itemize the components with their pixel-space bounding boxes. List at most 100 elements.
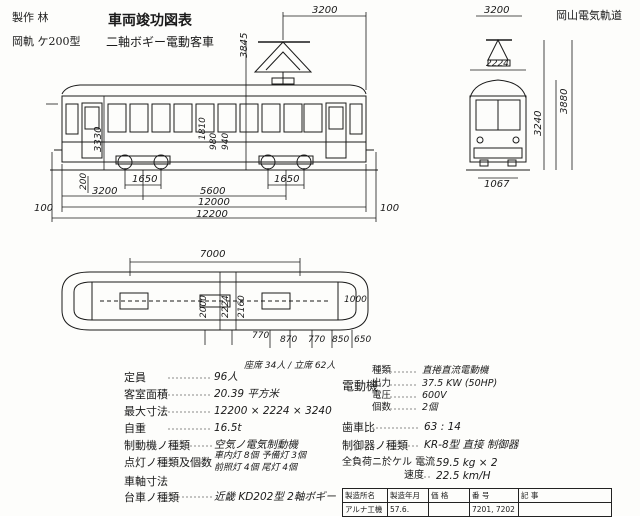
spec-label-area: 客室面積: [124, 388, 168, 401]
dim-plan-seat2: 870: [280, 335, 298, 345]
end-window-left: [65, 103, 79, 135]
end-dim-lines: [470, 15, 573, 179]
record-header-number: 番 号: [469, 488, 519, 503]
dim-body-height: 3330: [93, 126, 104, 152]
spec-label-lamps: 点灯ノ種類及個数: [124, 456, 212, 469]
motor-label-count: 個数: [372, 402, 392, 413]
dim-overhang: 3200: [92, 186, 118, 197]
door-left: [81, 102, 103, 159]
spec-label-max-dim: 最大寸法: [124, 405, 168, 418]
plan-bogie-left: [119, 292, 149, 310]
dim-end-roof: 3240: [533, 110, 544, 136]
dim-end-panto-span: 3200: [484, 5, 510, 16]
headlamp-left: [476, 136, 484, 144]
dim-end-right: 100: [380, 203, 400, 214]
spec-label-axle: 車軸寸法: [124, 475, 168, 488]
dim-step: 200: [79, 172, 89, 190]
spec-label-controller: 制御器ノ種類: [342, 439, 408, 452]
spec-label-brake: 制動機ノ種類: [124, 439, 190, 452]
spec-value-area: 20.39 平方米: [214, 388, 279, 400]
motor-label-output: 出力: [372, 378, 392, 389]
spec-value-current: 59.5 kg × 2: [436, 457, 498, 469]
spec-value-lamps: 車内灯 8個 予備灯 3個: [214, 451, 307, 461]
spec-value-speed: 22.5 km/H: [436, 470, 491, 482]
dim-lower-panel: 940: [221, 132, 231, 150]
door-window-right: [328, 106, 344, 130]
end-apron: [473, 147, 523, 159]
spec-value-brake: 空気ノ電気制動機: [214, 439, 298, 451]
end-elevation: [466, 15, 573, 179]
spec-value-controller: KR-8型 直接 制御器: [424, 439, 519, 451]
series-code: 岡軌 ケ200型: [12, 35, 81, 48]
dim-end-left: 100: [34, 203, 54, 214]
dim-end-height: 3880: [559, 88, 570, 114]
plan-view: [61, 258, 369, 348]
side-windows: [107, 103, 323, 133]
dim-over-all: 12200: [196, 209, 228, 220]
dim-plan-inner: 2000: [199, 295, 209, 318]
motor-value-output: 37.5 KW (50HP): [422, 378, 498, 389]
motor-value-count: 2個: [422, 402, 438, 413]
record-cell-maker: アルナ工機: [342, 502, 388, 517]
dim-over-body: 12000: [198, 197, 230, 208]
company-name: 岡山電気軌道: [556, 9, 622, 22]
end-window-right: [349, 103, 363, 135]
record-header-price: 価 格: [428, 488, 470, 503]
end-wheel-right: [507, 159, 517, 167]
end-panto-base: [487, 59, 511, 67]
record-header-notes: 記 事: [518, 488, 612, 503]
record-header-row: 製造所名 製造年月 価 格 番 号 記 事: [342, 488, 612, 503]
spec-label-current: 全負荷ニ於ケル 電流: [342, 457, 436, 468]
spec-label-weight: 自重: [124, 422, 146, 435]
spec-label-speed: 速度: [404, 470, 424, 481]
dim-plan-seat3: 770: [308, 335, 326, 345]
spec-label-gear: 歯車比: [342, 421, 375, 434]
dim-overall-height: 3845: [239, 32, 250, 58]
dim-plan-seat4: 850: [332, 335, 350, 345]
pantograph-mount: [271, 77, 295, 85]
side-dim-lines: [46, 12, 377, 222]
bogie-frame-left: [115, 155, 171, 165]
spec-value-weight: 16.5t: [214, 422, 242, 434]
roof-line: [61, 84, 367, 95]
dim-plan-seat5: 650: [354, 335, 372, 345]
end-pantograph: [487, 38, 509, 61]
spec-leaders: [168, 371, 432, 498]
drawing-title: 車両竣功図表: [108, 13, 192, 29]
drawing-subtitle: 二軸ボギー電動客車: [106, 35, 215, 49]
spec-label-capacity: 定員: [124, 371, 146, 384]
dim-plan-seat1: 770: [252, 331, 270, 341]
record-cell-date: 57.6.: [387, 502, 429, 517]
car-body: [61, 95, 367, 163]
dim-wheelbase-left: 1650: [132, 174, 158, 185]
spec-note-capacity: 座席 34人 / 立席 62人: [244, 361, 336, 371]
record-cell-number: 7201, 7202: [469, 502, 519, 517]
plan-inner: [73, 281, 357, 321]
spec-note-lamps: 前照灯 4個 尾灯 4個: [214, 463, 298, 473]
record-cell-price: [428, 502, 470, 517]
dim-plan-width: 2224: [221, 295, 231, 318]
dim-panto-to-end: 3200: [312, 5, 338, 16]
dim-floor-height: 1810: [198, 117, 208, 140]
spec-value-max-dim: 12200 × 2224 × 3240: [214, 405, 332, 417]
record-data-row: アルナ工機 57.6. 7201, 7202: [342, 502, 612, 517]
dim-plan-end: 1000: [344, 295, 367, 305]
dim-plan-length: 7000: [200, 249, 226, 260]
spec-value-capacity: 96人: [214, 371, 238, 383]
record-cell-notes: [518, 502, 612, 517]
door-right: [325, 102, 347, 159]
record-table: 製造所名 製造年月 価 格 番 号 記 事 アルナ工機 57.6. 7201, …: [342, 488, 612, 517]
dim-wheelbase-right: 1650: [274, 174, 300, 185]
motor-value-type: 直捲直流電動機: [422, 365, 489, 376]
dim-plan-width2: 2160: [237, 295, 247, 318]
motor-heading: 電動機: [342, 379, 379, 393]
dim-window-band: 980: [209, 132, 219, 150]
end-roof: [469, 79, 527, 99]
plan-dim-lines: [129, 258, 353, 348]
dim-bogie-centers: 5600: [200, 186, 226, 197]
door-window-left: [84, 106, 100, 130]
spec-value-gear: 63 : 14: [424, 421, 461, 433]
side-elevation: [46, 12, 378, 222]
